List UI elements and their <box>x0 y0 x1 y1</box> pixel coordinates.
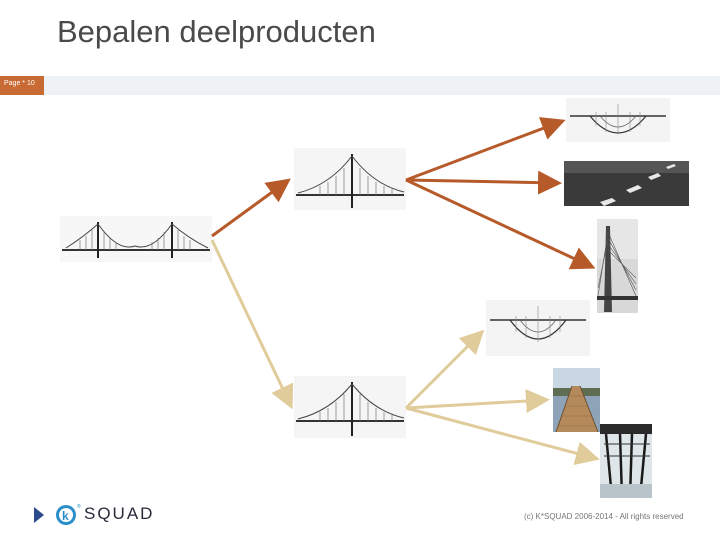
logo-super: ® <box>77 503 81 510</box>
page-tag <box>0 76 44 95</box>
logo-wordmark: SQUAD <box>84 504 155 523</box>
pylon-photo <box>597 219 638 313</box>
copyright-text: (c) K*SQUAD 2006-2014 - All rights reser… <box>524 512 684 521</box>
arrow-bottom-to-truss <box>404 329 485 410</box>
arrows <box>210 117 600 465</box>
half-bridge-top-image <box>294 148 406 210</box>
footer-play-icon <box>34 507 44 523</box>
full-bridge-image <box>60 216 212 262</box>
arrow-top-to-truss <box>405 117 566 182</box>
arrow-bottom-to-pier <box>405 406 600 465</box>
arrow-full-to-top <box>211 178 291 238</box>
pier-underside-photo <box>600 424 652 499</box>
arrow-top-to-pylon <box>405 178 596 270</box>
logo-letter: k <box>62 509 69 523</box>
half-bridge-bottom-image <box>294 376 406 438</box>
slide-title: Bepalen deelproducten <box>57 14 376 49</box>
page-number: Page * 10 <box>4 80 35 87</box>
arrow-full-to-bottom <box>210 239 294 410</box>
boardwalk-photo <box>553 368 600 433</box>
ksquad-logo-icon: k ® <box>56 503 81 525</box>
header-bar <box>0 76 720 95</box>
truss-sketch-bottom-image <box>486 300 590 356</box>
road-surface-photo <box>564 161 689 206</box>
arrow-bottom-to-boardwalk <box>405 389 550 414</box>
truss-sketch-top-image <box>566 98 670 142</box>
arrow-top-to-road <box>405 170 562 195</box>
